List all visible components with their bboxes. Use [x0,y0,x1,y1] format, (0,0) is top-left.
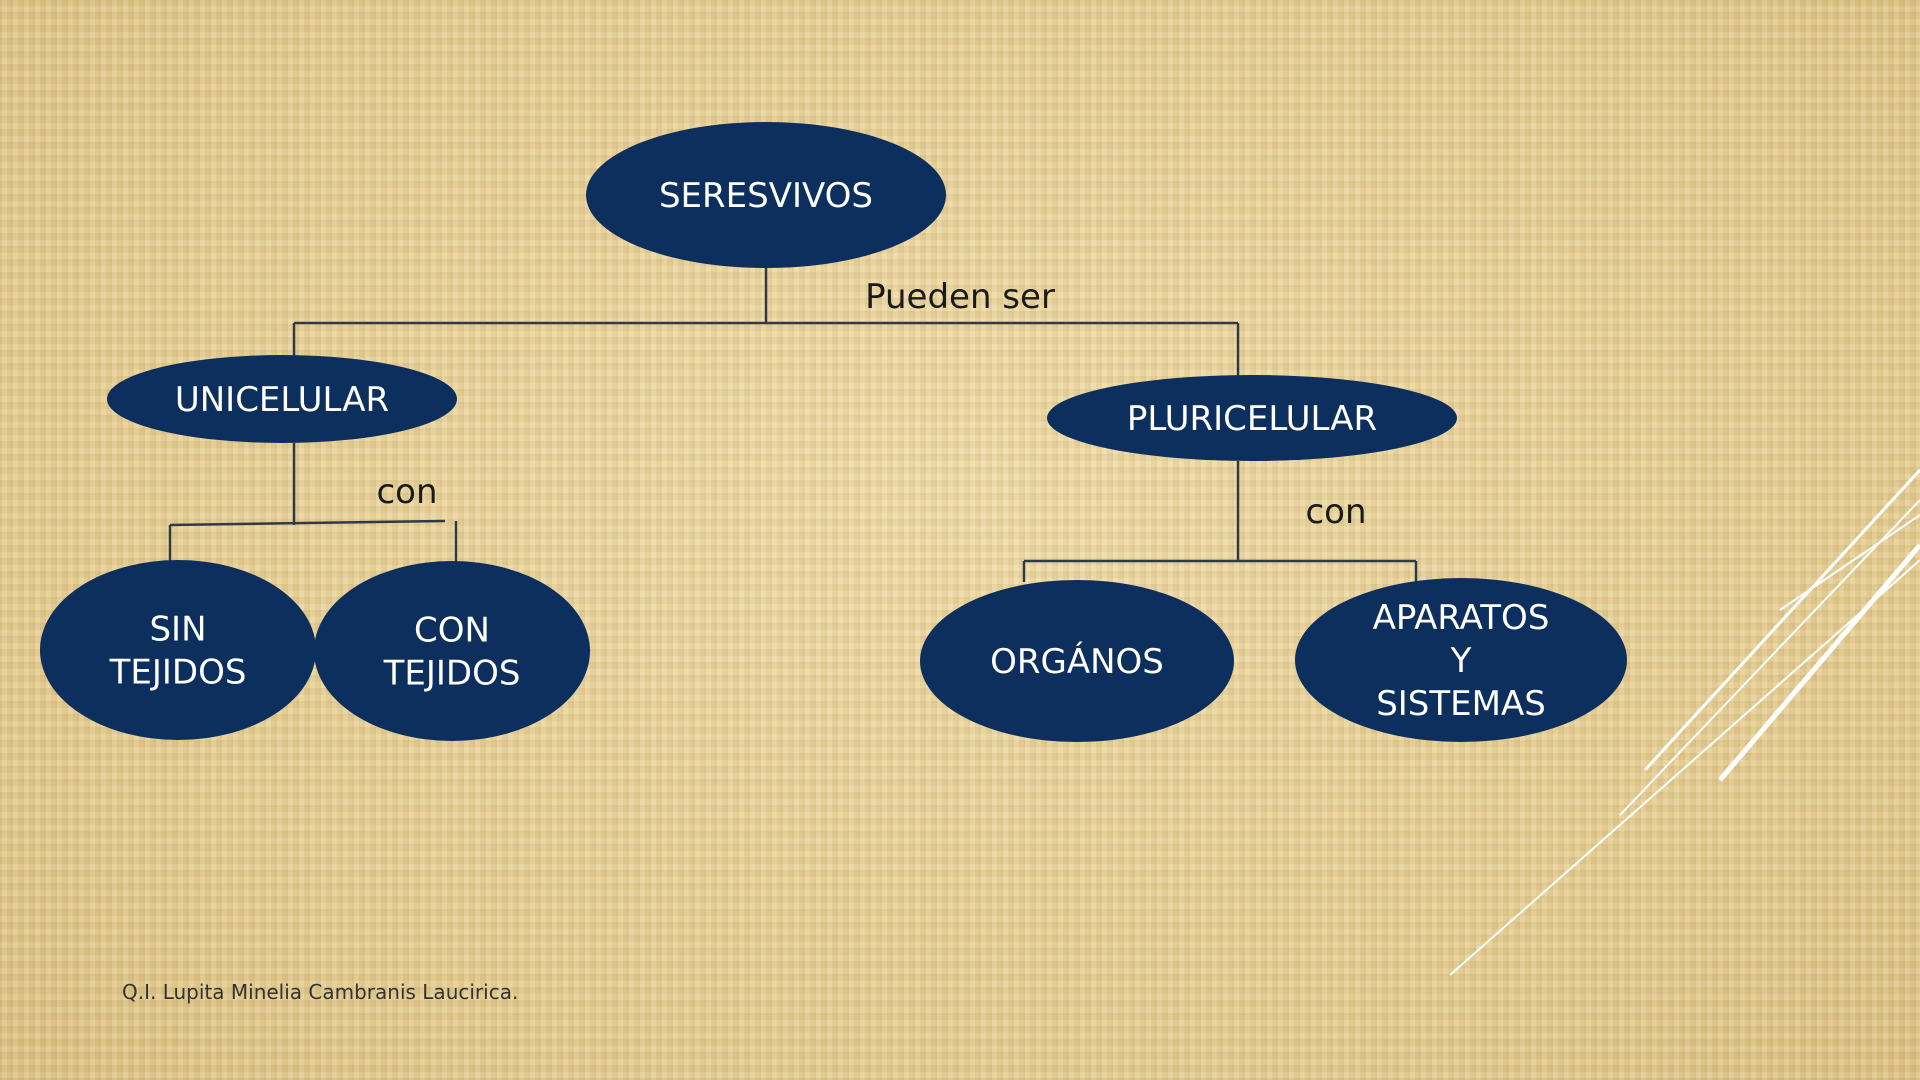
node-label: ORGÁNOS [990,641,1164,682]
node-label: APARATOS [1373,598,1550,638]
decorative-line [1779,514,1920,611]
decorative-lines [1449,468,1920,976]
node-label: TEJIDOS [383,654,521,694]
node-label: UNICELULAR [175,380,389,420]
edge-label-pluricelular-con: con [1305,492,1366,532]
node-ellipse [1047,375,1457,461]
decorative-line [1619,499,1920,816]
decorative-line [1643,468,1920,772]
decorative-line [1718,543,1920,782]
node-label: SIN [149,610,206,650]
node-label: SERESVIVOS [659,176,873,216]
node-pluricelular: PLURICELULAR [1047,375,1457,461]
decorative-line [1449,559,1920,976]
node-ellipse [920,580,1234,742]
node-seresvivos: SERESVIVOS [586,122,946,268]
node-ellipse [586,122,946,268]
node-label: Y [1450,641,1472,681]
node-label: SISTEMAS [1376,684,1546,724]
node-ellipse [107,355,457,443]
node-label: PLURICELULAR [1127,399,1377,439]
edge-label-pueden-ser: Pueden ser [865,277,1055,317]
node-ellipse [40,560,316,740]
connectors [168,268,1418,582]
node-label: TEJIDOS [109,653,247,693]
node-label: CON [414,611,490,651]
node-unicelular: UNICELULAR [107,355,457,443]
node-ellipse [314,561,590,741]
edge-label-unicelular-con: con [376,472,437,512]
node-organos: ORGÁNOS [920,580,1234,742]
connector-unicelular-bar [169,519,446,527]
author-credit: Q.I. Lupita Minelia Cambranis Laucirica. [122,980,519,1004]
node-ellipse [1295,578,1627,742]
